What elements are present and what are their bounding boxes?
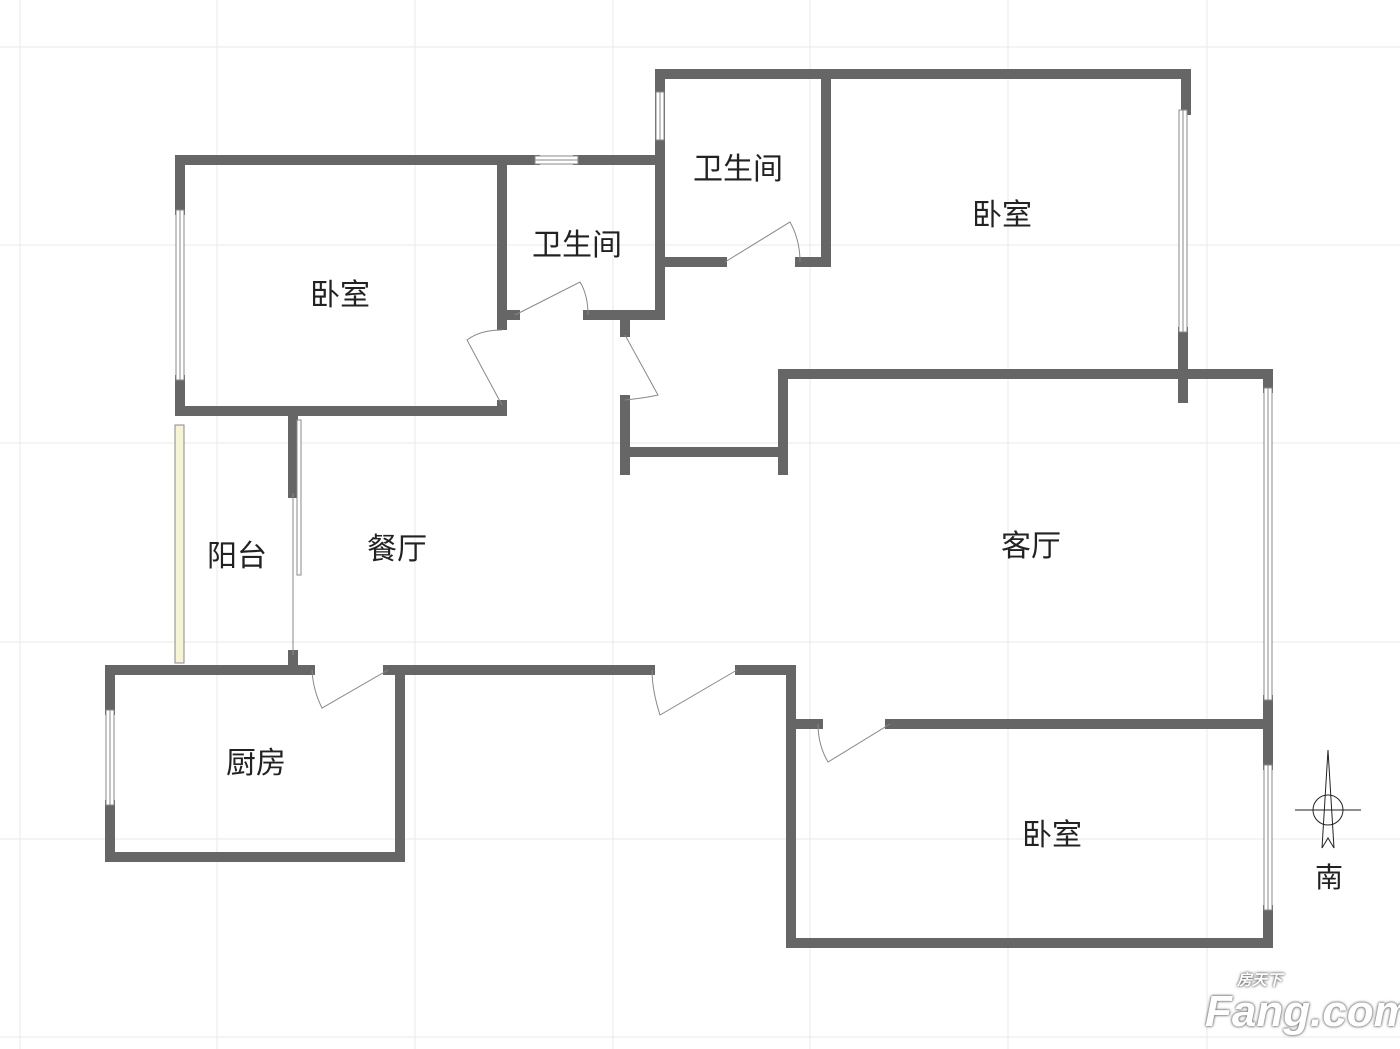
room-label-bathroom-1: 卫生间	[532, 228, 622, 263]
room-label-bedroom-ne: 卧室	[972, 198, 1032, 233]
room-label-bedroom-se: 卧室	[1022, 818, 1082, 853]
watermark-brand: Fang.com	[1205, 987, 1400, 1036]
room-label-dining: 餐厅	[367, 532, 427, 567]
watermark-logo: 房天下 Fang.com	[1205, 972, 1400, 1035]
room-label-bathroom-2: 卫生间	[693, 152, 783, 187]
walls	[105, 69, 1273, 948]
room-label-balcony: 阳台	[207, 539, 267, 574]
room-label-kitchen: 厨房	[226, 746, 286, 781]
compass-icon	[1295, 749, 1361, 849]
room-label-living: 客厅	[1001, 529, 1061, 564]
room-label-bedroom-nw: 卧室	[310, 278, 370, 313]
compass-direction-label: 南	[1314, 861, 1344, 894]
doors	[292, 221, 891, 763]
balcony-rail	[174, 424, 185, 664]
watermark-brand-cn: 房天下	[1237, 972, 1283, 989]
windows	[105, 91, 1273, 911]
